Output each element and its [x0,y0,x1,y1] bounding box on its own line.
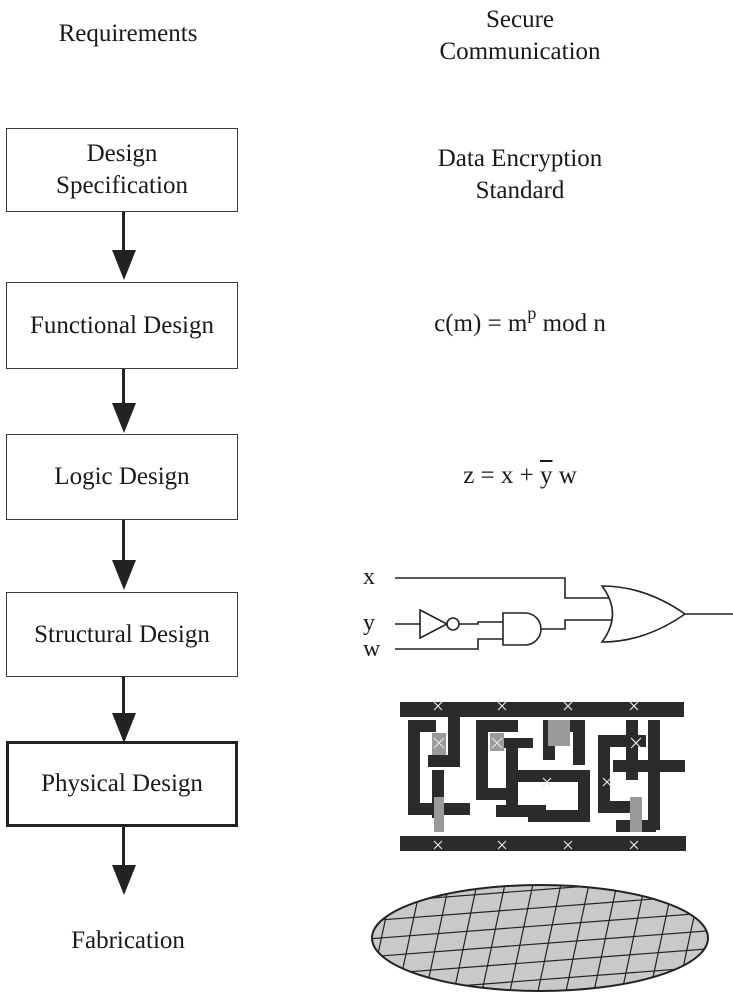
functional-design-label: Functional Design [29,311,214,339]
fabrication-label: Fabrication [71,927,185,954]
communication-line: Communication [439,38,601,65]
wire-ybar [459,621,503,625]
secure-communication-label: Secure Communication [400,4,640,68]
input-w-label: w [363,636,381,660]
spec-line2: Standard [475,177,565,204]
logic-eq-suffix: w [552,462,577,489]
inverter-icon [419,608,449,640]
design-specification-box: Design Specification [6,128,238,212]
spec-line1: Data Encryption [437,145,603,172]
or-gate-icon [600,585,687,643]
input-y-label: y [363,610,375,636]
physical-design-box: Physical Design [6,741,238,827]
functional-eq-suffix: mod n [536,310,606,337]
wire-and-out [541,619,612,630]
functional-design-box: Functional Design [6,282,238,369]
logic-equation: z = x + y w [390,460,650,492]
wire-w [395,638,503,650]
design-specification-line1: Design [86,140,158,167]
logic-design-box: Logic Design [6,434,238,520]
data-encryption-standard-label: Data Encryption Standard [400,143,640,207]
gate-schematic: x y w [363,564,733,660]
wire-x [395,577,610,599]
requirements-label: Requirements [58,20,198,47]
wafer-icon [371,884,709,992]
structural-design-box: Structural Design [6,592,238,677]
design-specification-line2: Specification [56,172,188,199]
input-x-label: x [363,564,375,590]
logic-eq-ybar: y [539,462,553,489]
and-gate-icon [502,612,542,646]
logic-design-label: Logic Design [54,463,190,490]
inverter-bubble [446,617,460,631]
functional-eq-prefix: c(m) = m [434,310,528,337]
structural-design-label: Structural Design [34,620,210,648]
functional-equation: c(m) = mp mod n [390,303,650,341]
functional-eq-exponent: p [527,303,537,323]
logic-eq-prefix: z = x + [463,462,540,489]
physical-layout-icon [400,701,686,851]
secure-line: Secure [485,6,555,33]
physical-design-label: Physical Design [41,770,203,797]
